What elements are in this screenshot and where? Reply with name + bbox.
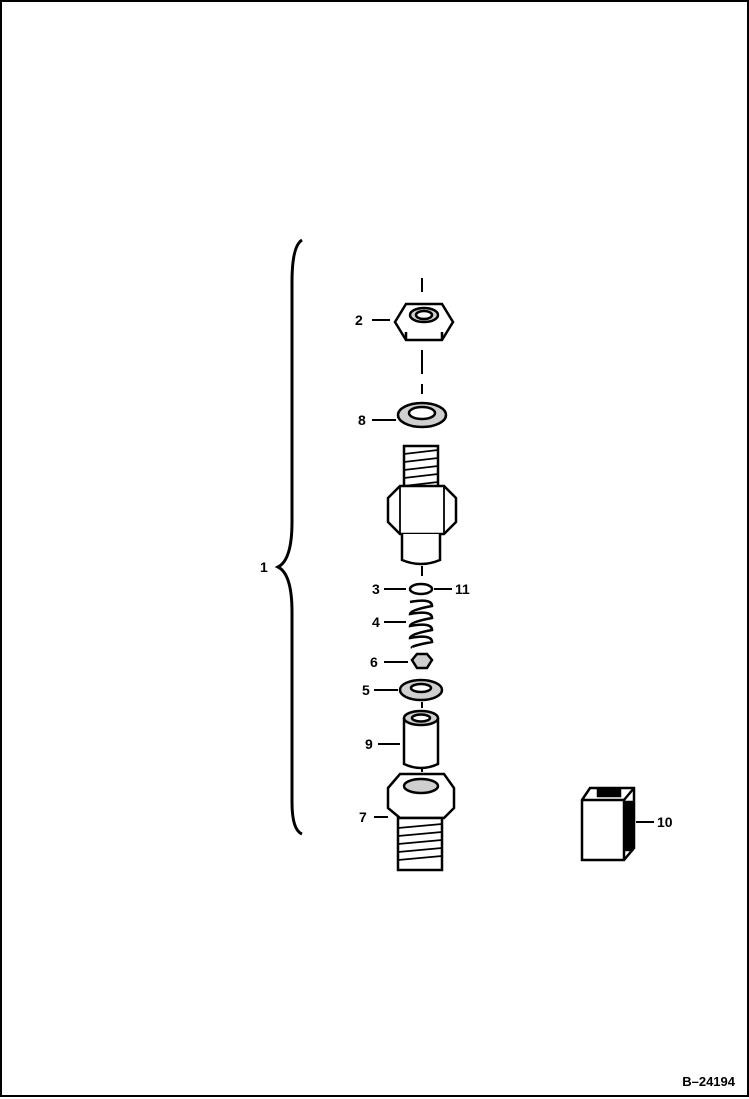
callout-9: 9 [365,736,373,752]
drawing-number: B–24194 [682,1074,735,1089]
valve-seat-part [402,709,440,770]
callout-1: 1 [260,559,268,575]
plunger-part [410,652,434,670]
callout-3: 3 [372,581,380,597]
callout-6: 6 [370,654,378,670]
callout-4: 4 [372,614,380,630]
valve-body-part [386,444,458,566]
ball-part [408,582,434,596]
callout-2: 2 [355,312,363,328]
leader-lines [372,319,654,823]
callout-5: 5 [362,682,370,698]
spring-part [408,599,434,649]
bottom-fitting-part [386,772,456,872]
kit-block-part [580,786,636,862]
callout-7: 7 [359,809,367,825]
hex-nut-part [393,302,455,342]
seal-ring-part [398,678,444,702]
callout-10: 10 [657,814,673,830]
callout-8: 8 [358,412,366,428]
washer-part [396,401,448,429]
callout-11: 11 [455,581,470,597]
assembly-brace [274,238,303,836]
